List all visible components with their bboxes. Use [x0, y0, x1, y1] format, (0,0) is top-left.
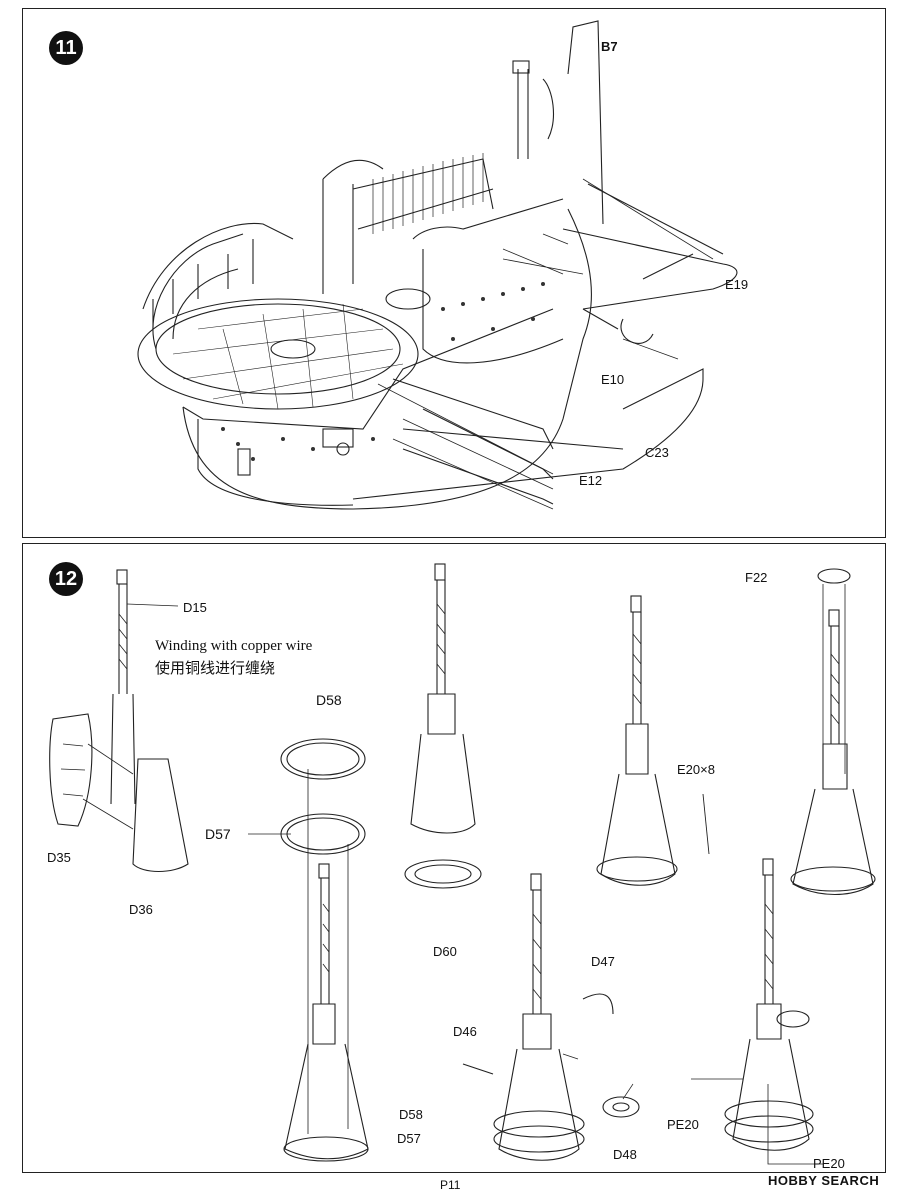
step-11-panel: 11: [22, 8, 886, 538]
label-d15: D15: [183, 600, 207, 615]
label-d57-left: D57: [205, 826, 231, 842]
label-d58-top: D58: [316, 692, 342, 708]
mast-assembly-drawing: [49, 563, 876, 1165]
label-d35: D35: [47, 850, 71, 865]
watermark: HOBBY SEARCH: [768, 1173, 880, 1188]
winding-note-cn: 使用铜线进行缠绕: [155, 661, 276, 677]
label-pe20-right: PE20: [813, 1156, 845, 1171]
label-d36: D36: [129, 902, 153, 917]
step-number-badge: 11: [49, 31, 83, 65]
winding-note-en: Winding with copper wire: [155, 638, 313, 654]
label-e19: E19: [725, 277, 749, 292]
label-d60: D60: [433, 944, 457, 959]
label-d57-bottom: D57: [397, 1131, 421, 1146]
label-c23: C23: [645, 445, 669, 460]
label-d58-bottom: D58: [399, 1107, 423, 1122]
label-e12: E12: [579, 473, 603, 488]
step-number-badge: 12: [49, 562, 83, 596]
label-pe20-left: PE20: [667, 1117, 699, 1132]
label-b7: B7: [601, 39, 618, 54]
conning-tower-drawing: [137, 20, 738, 510]
page-number: P11: [440, 1178, 461, 1192]
label-f22: F22: [745, 570, 768, 585]
label-d48: D48: [613, 1147, 637, 1162]
label-d46: D46: [453, 1024, 477, 1039]
step-12-panel: 12 Winding with copper wire 使用铜线进行缠绕: [22, 543, 886, 1173]
label-e20x8: E20×8: [677, 762, 715, 777]
label-d47: D47: [591, 954, 615, 969]
label-e10: E10: [601, 372, 625, 387]
